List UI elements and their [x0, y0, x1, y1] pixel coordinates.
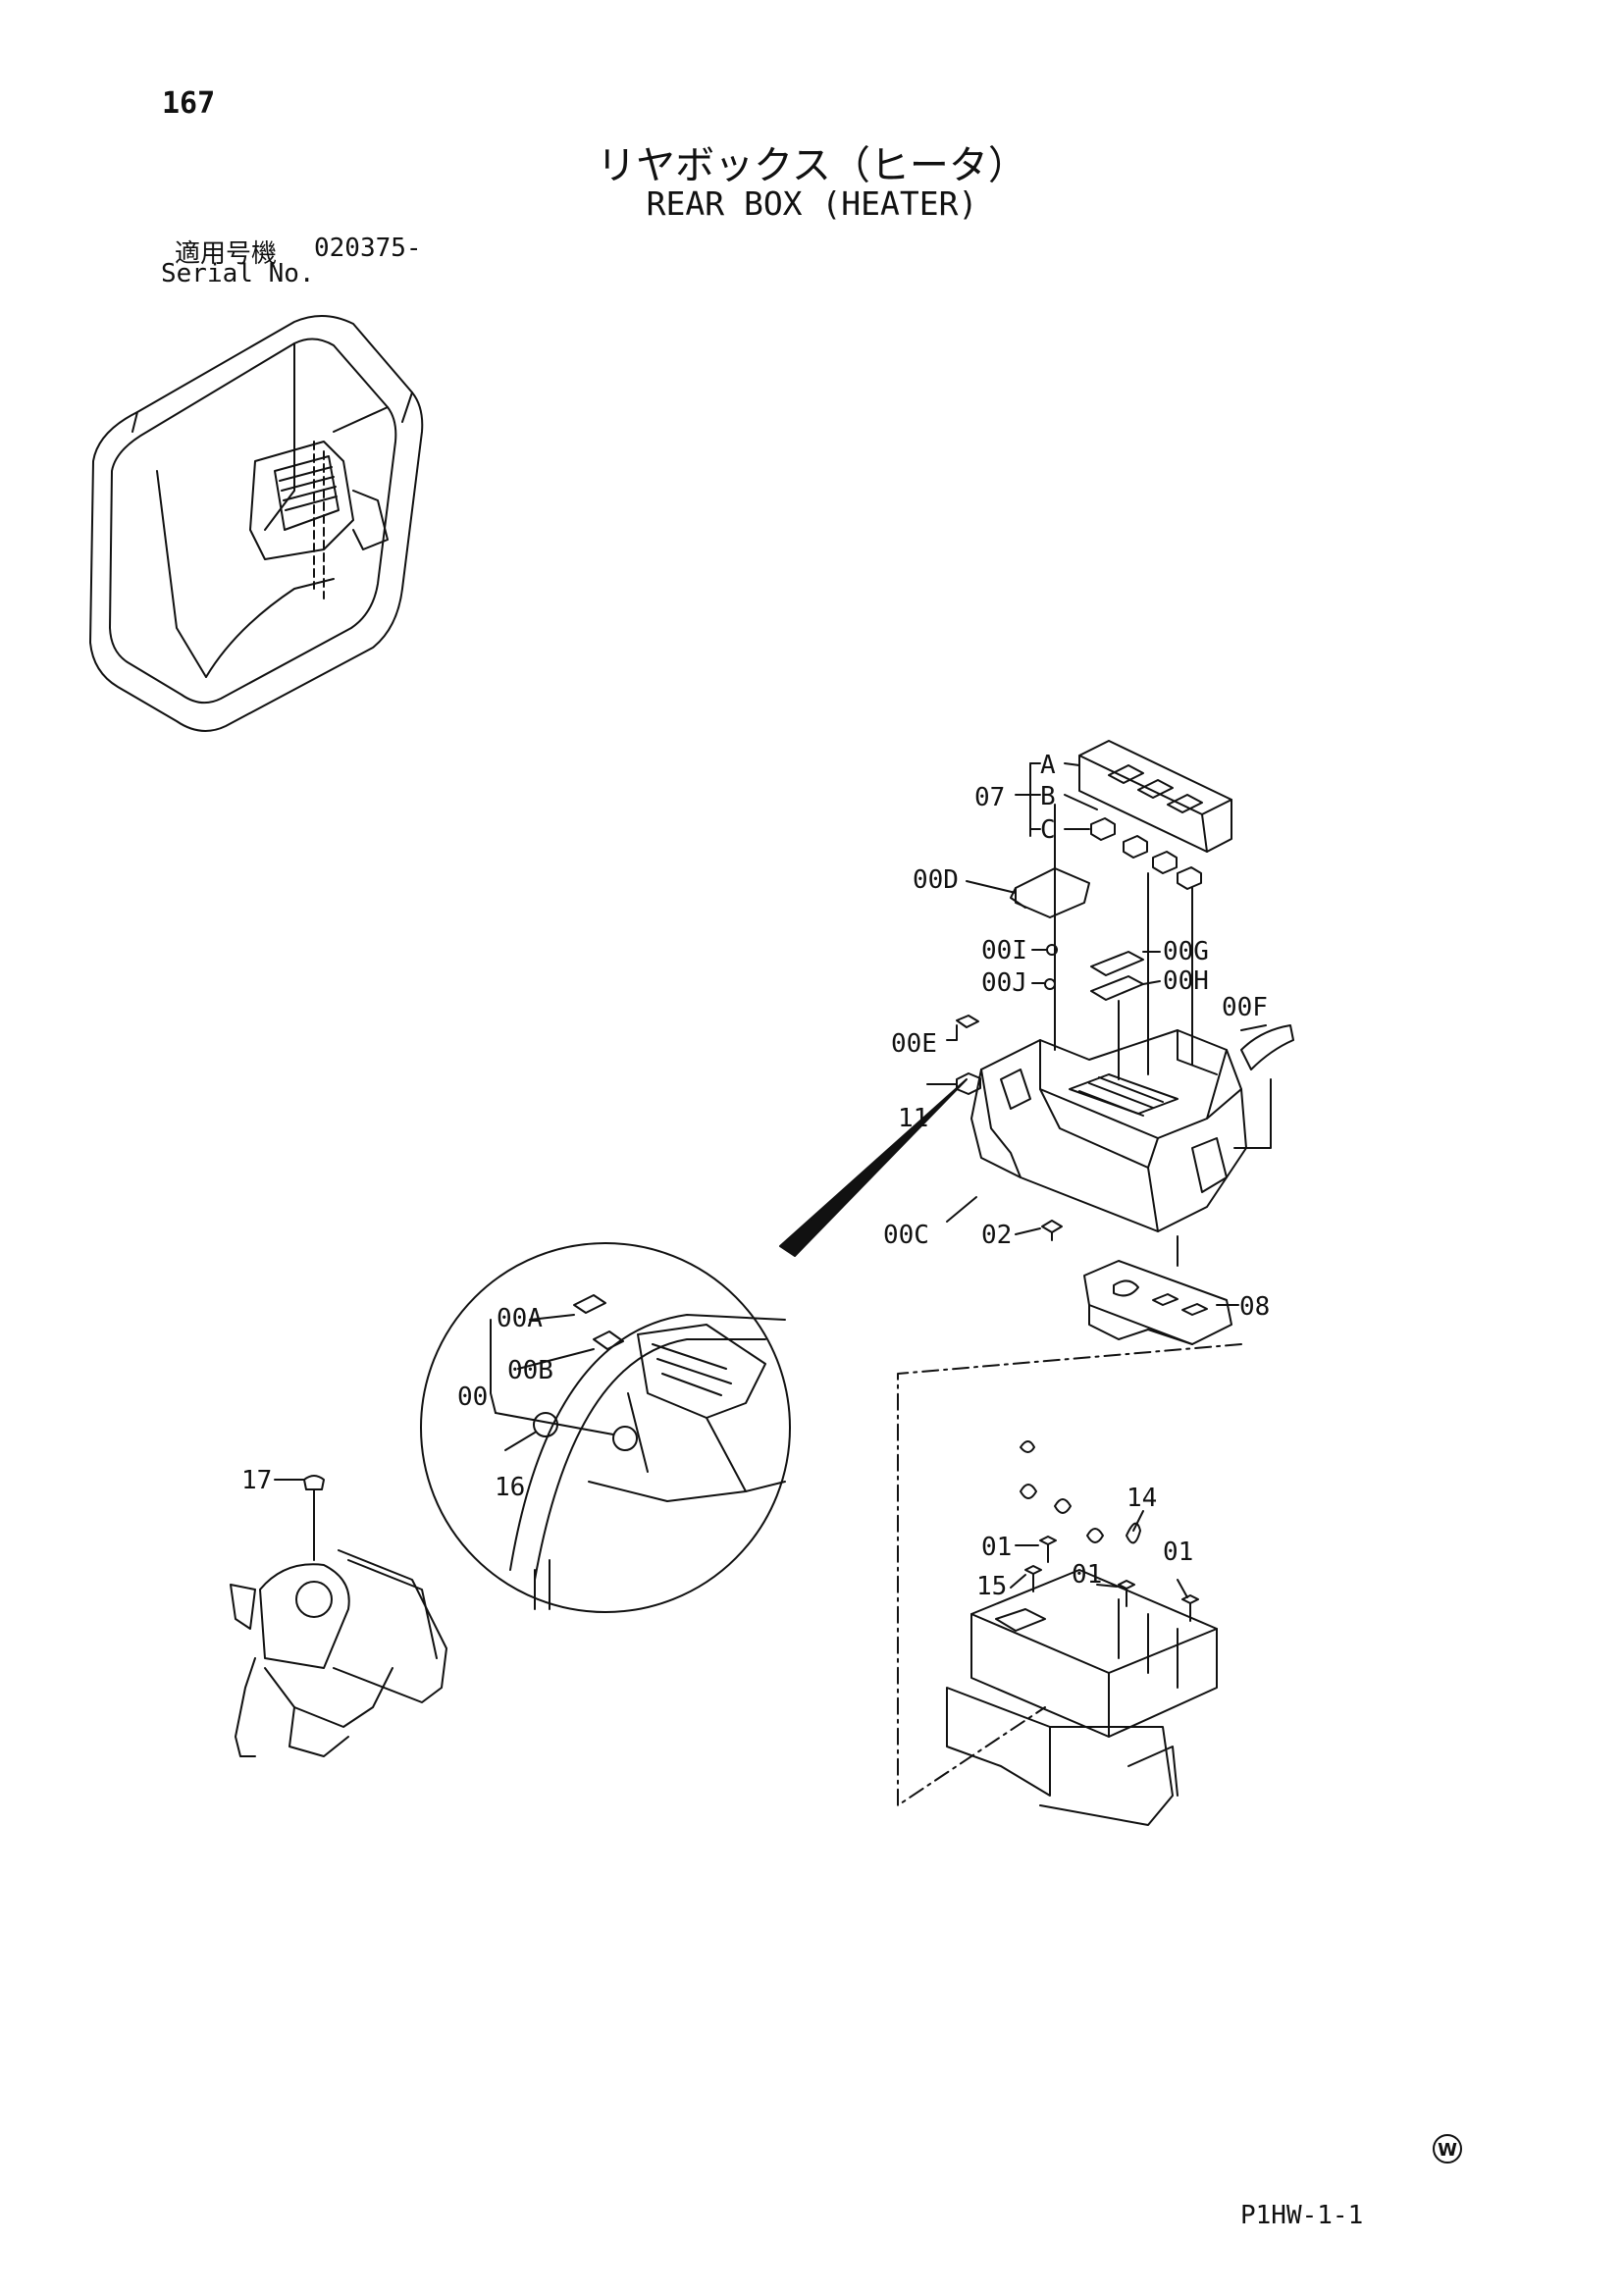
rear-box-assembly	[956, 740, 1294, 1345]
callout-00d: 00D	[913, 865, 959, 895]
callout-01: 01	[1072, 1560, 1102, 1590]
serial-value: 020375-	[314, 234, 422, 263]
callout-07: 07	[974, 783, 1005, 812]
serial-label-english: Serial No.	[161, 259, 315, 288]
floor-frame-illustration	[946, 1440, 1218, 1826]
callout-00g: 00G	[1163, 937, 1209, 966]
callout-11: 11	[898, 1104, 928, 1133]
callout-00h: 00H	[1163, 966, 1209, 996]
callout-15: 15	[976, 1572, 1007, 1601]
detail-circle	[420, 1242, 791, 1613]
callout-00a: 00A	[497, 1304, 543, 1333]
callout-00b: 00B	[507, 1356, 553, 1385]
callout-c: C	[1040, 815, 1056, 845]
cab-overview-illustration	[89, 314, 424, 732]
callout-labels: 07 A B C 00D 00I 00G 00J 00H 00F 00E 11 …	[241, 751, 1270, 1601]
callout-16: 16	[495, 1473, 525, 1502]
callout-02: 02	[981, 1221, 1012, 1250]
callout-00: 00	[457, 1382, 488, 1412]
callout-14: 14	[1126, 1484, 1157, 1513]
callout-08: 08	[1239, 1292, 1270, 1322]
reference-line	[897, 1343, 1242, 1806]
heater-unit-illustration	[230, 1475, 447, 1757]
leader-lines	[274, 762, 1267, 1598]
callout-a: A	[1040, 751, 1056, 780]
callout-01: 01	[1163, 1538, 1193, 1567]
callout-00j: 00J	[981, 968, 1027, 998]
callout-00f: 00F	[1222, 993, 1268, 1022]
callout-01: 01	[981, 1533, 1012, 1562]
callout-00i: 00I	[981, 936, 1027, 965]
figure-code: P1HW-1-1	[1240, 2201, 1364, 2230]
callout-00e: 00E	[891, 1029, 937, 1059]
callout-b: B	[1040, 782, 1056, 811]
page-number: 167	[162, 86, 216, 121]
page-title-japanese: リヤボックス（ヒータ）	[597, 143, 1027, 188]
callout-00c: 00C	[883, 1221, 929, 1250]
callout-17: 17	[241, 1466, 272, 1495]
serial-label-japanese: 適用号機	[175, 239, 278, 269]
detail-pointer-wedge	[779, 1078, 968, 1257]
page-title-english: REAR BOX (HEATER)	[646, 184, 978, 223]
w-circle-mark: W	[1433, 2134, 1462, 2164]
